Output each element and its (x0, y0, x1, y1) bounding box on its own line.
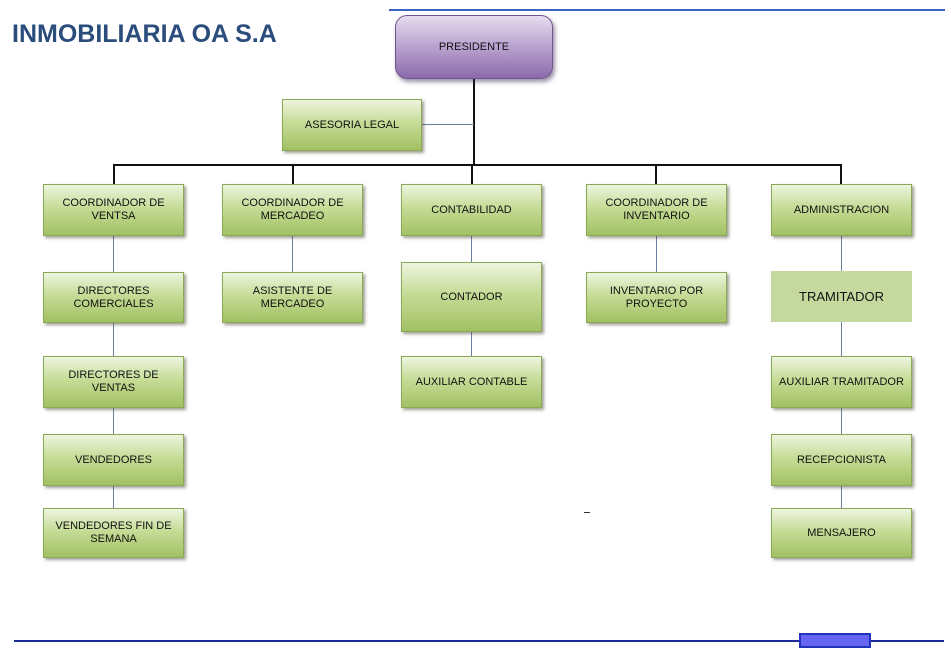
connector-horizontal-bar (113, 164, 842, 166)
node-sales-coordinator: COORDINADOR DE VENTSA (43, 184, 184, 236)
connector-col4 (656, 236, 657, 272)
connector-drop-2 (292, 164, 294, 184)
node-legal-advisory: ASESORIA LEGAL (282, 99, 422, 151)
node-marketing-assistant: ASISTENTE DE MERCADEO (222, 272, 363, 323)
top-divider (389, 9, 945, 11)
node-messenger: MENSAJERO (771, 508, 912, 558)
node-accounting: CONTABILIDAD (401, 184, 542, 236)
node-president: PRESIDENTE (395, 15, 553, 79)
company-title: INMOBILIARIA OA S.A (12, 20, 277, 48)
bottom-divider (14, 640, 944, 642)
node-commercial-directors: DIRECTORES COMERCIALES (43, 272, 184, 323)
connector-drop-1 (113, 164, 115, 184)
connector-drop-5 (840, 164, 842, 184)
node-weekend-salespeople: VENDEDORES FIN DE SEMANA (43, 508, 184, 558)
node-accountant: CONTADOR (401, 262, 542, 332)
node-inventory-coordinator: COORDINADOR DE INVENTARIO (586, 184, 727, 236)
footer-tab-block (799, 633, 871, 648)
node-processor: TRAMITADOR (771, 271, 912, 322)
node-project-inventory: INVENTARIO POR PROYECTO (586, 272, 727, 323)
node-accounting-assistant: AUXILIAR CONTABLE (401, 356, 542, 408)
node-marketing-coordinator: COORDINADOR DE MERCADEO (222, 184, 363, 236)
node-receptionist: RECEPCIONISTA (771, 434, 912, 486)
connector-drop-4 (655, 164, 657, 184)
connector-col2 (292, 236, 293, 272)
connector-drop-3 (471, 164, 473, 184)
connector-president-trunk (473, 79, 475, 164)
node-administration: ADMINISTRACION (771, 184, 912, 236)
stray-mark (584, 512, 590, 513)
node-processor-assistant: AUXILIAR TRAMITADOR (771, 356, 912, 408)
connector-advisor (422, 124, 474, 125)
node-sales-directors: DIRECTORES DE VENTAS (43, 356, 184, 408)
node-salespeople: VENDEDORES (43, 434, 184, 486)
